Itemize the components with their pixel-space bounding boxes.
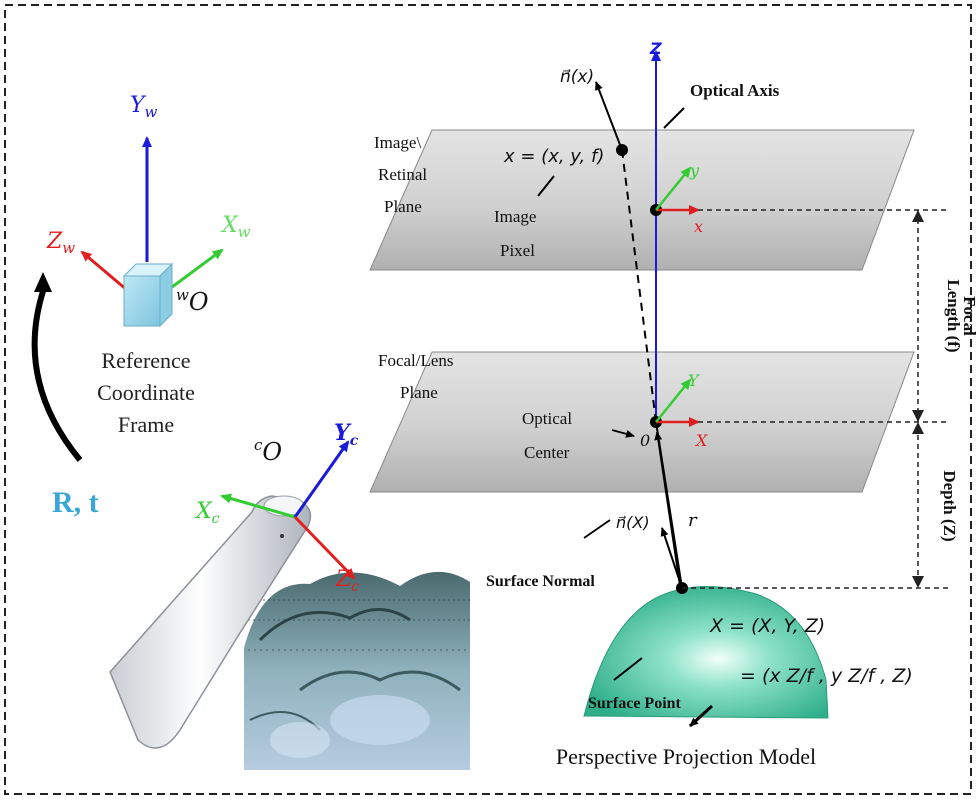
image-pixel-line2: Pixel — [500, 241, 535, 260]
lens-y-label: Y — [688, 371, 700, 390]
image-normal-label: n⃗(x) — [560, 67, 594, 87]
reference-caption-line2: Coordinate — [97, 380, 195, 405]
optical-center-pointer — [611, 429, 635, 438]
image-plane-label-line1: Image\ — [374, 133, 421, 152]
surface-normal-vector-label: n⃗(X) — [616, 513, 650, 532]
camera-z-label: Zc — [335, 567, 359, 595]
image-point-dot — [616, 144, 628, 156]
image-x-label: x — [694, 217, 703, 236]
focal-length-label-line1: Focal — [960, 296, 976, 336]
optical-axis-label: Optical Axis — [690, 81, 780, 100]
reference-cube — [122, 262, 174, 328]
surface-point-equation-1: X = (X, Y, Z) — [709, 615, 825, 637]
image-y-axis — [655, 166, 692, 211]
radius-label: r — [688, 510, 698, 531]
caption-pointer — [688, 704, 714, 728]
surface-normal-label: Surface Normal — [486, 573, 595, 590]
transform-arrowhead — [34, 272, 52, 292]
surface-point-label: Surface Point — [588, 695, 682, 712]
reference-y-label: Yw — [130, 93, 158, 121]
optical-axis-pointer — [663, 107, 685, 129]
camera-x-axis — [220, 493, 296, 519]
surface-normal-arrow — [660, 527, 683, 589]
lens-x-label: X — [694, 431, 708, 450]
projection-ray-upper — [621, 149, 657, 423]
transform-curve — [31, 287, 83, 462]
reference-z-axis — [80, 250, 128, 292]
camera-origin-label: cO — [254, 436, 282, 466]
lens-plane-label-line2: Plane — [400, 383, 438, 402]
reference-origin-label: wO — [176, 286, 209, 316]
image-pixel-line1: Image — [494, 207, 536, 226]
figure-caption: Perspective Projection Model — [556, 744, 816, 769]
optical-center-origin: 0 — [640, 431, 650, 450]
image-pixel-pointer — [537, 175, 555, 197]
camera-y-label: Yc — [334, 420, 359, 449]
lens-y-axis — [655, 378, 692, 423]
camera-z-axis — [293, 515, 356, 580]
radius-vector — [654, 431, 681, 587]
tissue-surface — [244, 571, 470, 770]
image-y-label: y — [689, 161, 700, 180]
image-plane — [369, 129, 915, 271]
camera-y-axis — [293, 440, 350, 518]
figure-border — [4, 4, 972, 795]
transform-label: R, t — [52, 486, 99, 519]
optical-axis-z-label: Z — [649, 39, 662, 58]
surface-point-pointer — [613, 657, 643, 681]
optical-center-line1: Optical — [522, 409, 572, 428]
lens-plane — [369, 351, 915, 493]
endoscope-scene: cO Yc Xc Zc — [109, 420, 470, 770]
optical-center-line2: Center — [524, 443, 570, 462]
reference-z-label: Zw — [46, 229, 75, 257]
image-plane-label-line2: Retinal — [378, 165, 427, 184]
rigid-transform: R, t — [31, 272, 99, 519]
depth-label: Depth (Z) — [940, 470, 959, 541]
focal-length-label-line2: Length (f) — [944, 279, 963, 352]
image-normal-arrow — [595, 81, 623, 151]
reference-x-axis — [167, 248, 224, 292]
camera-x-label: Xc — [194, 499, 220, 527]
lens-plane-label-line1: Focal/Lens — [378, 351, 454, 370]
reference-caption-line1: Reference — [101, 348, 190, 373]
reference-caption-line3: Frame — [118, 412, 174, 437]
reference-x-label: Xw — [220, 213, 251, 241]
reference-frame: Yw Zw Xw wO Reference Coordinate Frame — [46, 93, 251, 437]
image-point-equation: x = (x, y, f) — [503, 146, 604, 167]
surface-normal-pointer — [583, 519, 611, 539]
image-plane-label-line3: Plane — [384, 197, 422, 216]
surface-patch — [583, 585, 829, 719]
surface-point-equation-2: = (x Z/f , y Z/f , Z) — [740, 665, 913, 687]
